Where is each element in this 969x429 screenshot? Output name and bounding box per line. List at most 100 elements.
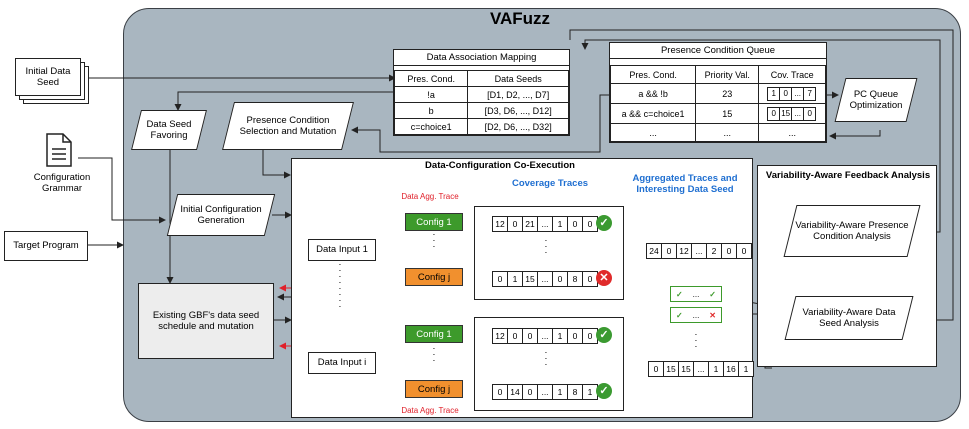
trace-value: 0 xyxy=(587,219,593,229)
config-j-top: Config j xyxy=(405,268,463,286)
document-icon xyxy=(46,133,72,167)
trace-value: 2 xyxy=(707,244,722,258)
queue-title: Presence Condition Queue xyxy=(610,43,826,59)
trace-value: 12 xyxy=(493,329,508,343)
trace-value: 1 xyxy=(553,385,568,399)
vertical-ellipsis: ··· xyxy=(544,235,548,258)
trace-cell: 7 xyxy=(803,86,817,101)
existing-gbf-label: Existing GBF's data seed schedule and mu… xyxy=(152,309,260,332)
queue-cell: a && !b xyxy=(609,83,697,104)
trace-group-i xyxy=(474,317,624,411)
target-program-label: Target Program xyxy=(13,240,79,252)
queue-cell: ... xyxy=(609,123,697,142)
trace-value: 12 xyxy=(493,217,508,231)
queue-cell: ... xyxy=(695,123,760,142)
config-j-bottom: Config j xyxy=(405,380,463,398)
trace-value: 0 xyxy=(568,329,583,343)
queue-cell: a && c=choice1 xyxy=(609,103,697,124)
data-input-1-label: Data Input 1 xyxy=(316,244,368,256)
queue-cell: ... xyxy=(758,123,826,142)
check-icon: ✓ xyxy=(596,215,612,231)
trace-value: 1 xyxy=(553,217,568,231)
check-icon: ✓ xyxy=(596,383,612,399)
aggregated-label: Aggregated Traces and Interesting Data S… xyxy=(632,173,738,196)
trace-value: 0 xyxy=(587,331,593,341)
data-agg-trace-top: Data Agg. Trace xyxy=(401,192,459,201)
trace-cell: 1 xyxy=(767,86,781,101)
config-grammar-label: Configuration Grammar xyxy=(33,172,91,195)
mapping-header: Pres. Cond. xyxy=(393,70,469,87)
cross-icon: ✕ xyxy=(709,310,716,320)
trace-value: 1 xyxy=(508,272,523,286)
queue-header: Pres. Cond. xyxy=(609,65,697,84)
trace-value: 12 xyxy=(677,244,692,258)
check-icon: ✓ xyxy=(675,289,683,299)
ellipsis: ... xyxy=(692,289,700,299)
diagram-title: VAFuzz xyxy=(489,9,551,28)
trace-value: 1 xyxy=(587,387,593,397)
queue-cell: 23 xyxy=(695,83,760,104)
trace-value: 15 xyxy=(679,362,694,376)
trace-value: 8 xyxy=(568,385,583,399)
trace-value: 15 xyxy=(664,362,679,376)
trace-value: 0 xyxy=(493,272,508,286)
trace-value: ... xyxy=(692,244,707,258)
data-input-1: Data Input 1 xyxy=(308,239,376,261)
vertical-ellipsis: ··· xyxy=(432,343,436,366)
data-association-mapping: Data Association Mapping Pres. Cond.Data… xyxy=(393,49,570,136)
queue-header: Priority Val. xyxy=(695,65,760,84)
trace-group-1 xyxy=(474,206,624,300)
feedback-title: Variability-Aware Feedback Analysis xyxy=(765,170,931,181)
trace-value: 15 xyxy=(523,272,538,286)
data-input-i-label: Data Input i xyxy=(317,357,367,369)
trace-value: 1 xyxy=(743,364,749,374)
trace-value: 0 xyxy=(523,329,538,343)
trace-value: 0 xyxy=(493,385,508,399)
pc-analysis-label: Variability-Aware Presence Condition Ana… xyxy=(795,219,909,242)
coverage-traces-label: Coverage Traces xyxy=(511,178,589,189)
check-icon: ✓ xyxy=(709,289,716,299)
presence-condition-queue: Presence Condition Queue Pres. Cond.Prio… xyxy=(609,42,827,143)
vertical-ellipsis: ········ xyxy=(338,259,342,312)
pc-queue-opt-label: PC Queue Optimization xyxy=(849,88,903,111)
mapping-cell: [D1, D2, ..., D7] xyxy=(467,86,569,103)
trace-value: ... xyxy=(538,217,553,231)
data-input-i: Data Input i xyxy=(308,352,376,374)
trace-value: ... xyxy=(694,362,709,376)
mapping-table: Pres. Cond.Data Seeds !a[D1, D2, ..., D7… xyxy=(393,70,569,135)
trace-value: 0 xyxy=(649,362,664,376)
trace-value: 0 xyxy=(523,385,538,399)
check-icon: ✓ xyxy=(596,327,612,343)
trace-cell: 0 xyxy=(803,106,817,121)
seed-analysis-label: Variability-Aware Data Seed Analysis xyxy=(802,306,896,329)
queue-cell: 15 xyxy=(695,103,760,124)
pcs-mutation-label: Presence Condition Selection and Mutatio… xyxy=(239,114,337,137)
trace-value: 0 xyxy=(587,274,593,284)
mapping-cell: [D3, D6, ..., D12] xyxy=(467,102,569,119)
trace-value: 8 xyxy=(568,272,583,286)
mapping-cell: b xyxy=(393,102,469,119)
trace-cell: 0 xyxy=(767,106,781,121)
trace-value: ... xyxy=(538,329,553,343)
trace-value: 1 xyxy=(709,362,724,376)
cross-icon: ✕ xyxy=(596,270,612,286)
trace-value: 24 xyxy=(647,244,662,258)
trace-value: ... xyxy=(538,272,553,286)
check-icon: ✓ xyxy=(675,310,683,320)
trace-value: 16 xyxy=(724,362,739,376)
init-config-label: Initial Configuration Generation xyxy=(180,203,262,226)
existing-gbf-box: Existing GBF's data seed schedule and mu… xyxy=(138,283,274,359)
trace-value: 0 xyxy=(741,246,747,256)
trace-value: 1 xyxy=(553,329,568,343)
trace-value: ... xyxy=(538,385,553,399)
target-program-box: Target Program xyxy=(4,231,88,261)
trace-value: 0 xyxy=(508,329,523,343)
trace-value: 21 xyxy=(523,217,538,231)
